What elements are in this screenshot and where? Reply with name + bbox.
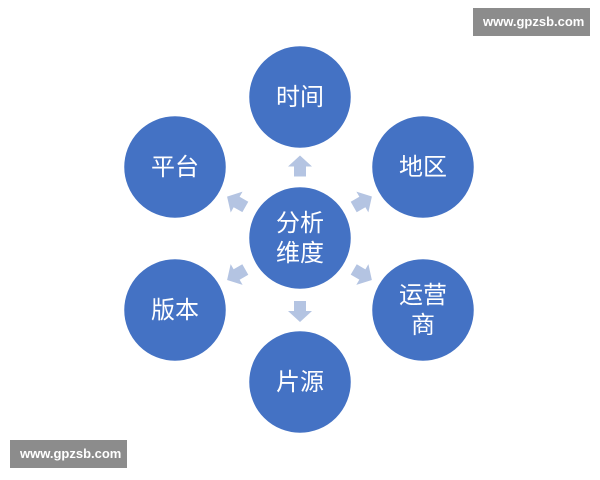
node-platform-circle bbox=[121, 113, 229, 221]
node-version-circle bbox=[121, 256, 229, 364]
watermark-top-right: www.gpzsb.com bbox=[473, 8, 590, 36]
node-region-circle bbox=[369, 113, 477, 221]
watermark-bottom-left: www.gpzsb.com bbox=[10, 440, 127, 468]
arrow-to-time bbox=[288, 155, 312, 177]
arrow-to-region bbox=[350, 191, 372, 213]
node-version: 版本 bbox=[121, 256, 229, 364]
node-source: 片源 bbox=[246, 328, 354, 436]
node-time-label: 时间 bbox=[276, 83, 324, 111]
arrow-to-platform bbox=[227, 191, 249, 213]
arrow-to-source bbox=[288, 301, 312, 322]
node-source-circle bbox=[246, 328, 354, 436]
arrow-to-operator bbox=[350, 264, 372, 285]
center-node-label: 维度 bbox=[276, 239, 324, 267]
node-source-label: 片源 bbox=[276, 368, 324, 396]
node-region: 地区 bbox=[369, 113, 477, 221]
node-platform-label: 平台 bbox=[151, 153, 199, 181]
center-node-label: 分析 bbox=[276, 209, 324, 237]
node-operator: 运营商 bbox=[369, 256, 477, 364]
node-time: 时间 bbox=[246, 43, 354, 151]
arrows-layer bbox=[227, 155, 372, 322]
node-operator-label: 商 bbox=[411, 311, 435, 339]
node-operator-label: 运营 bbox=[399, 281, 447, 309]
center-node-circle bbox=[246, 184, 354, 292]
node-platform: 平台 bbox=[121, 113, 229, 221]
node-operator-circle bbox=[369, 256, 477, 364]
node-time-circle bbox=[246, 43, 354, 151]
node-version-label: 版本 bbox=[151, 296, 199, 324]
node-region-label: 地区 bbox=[399, 153, 447, 181]
arrow-to-version bbox=[227, 264, 249, 285]
